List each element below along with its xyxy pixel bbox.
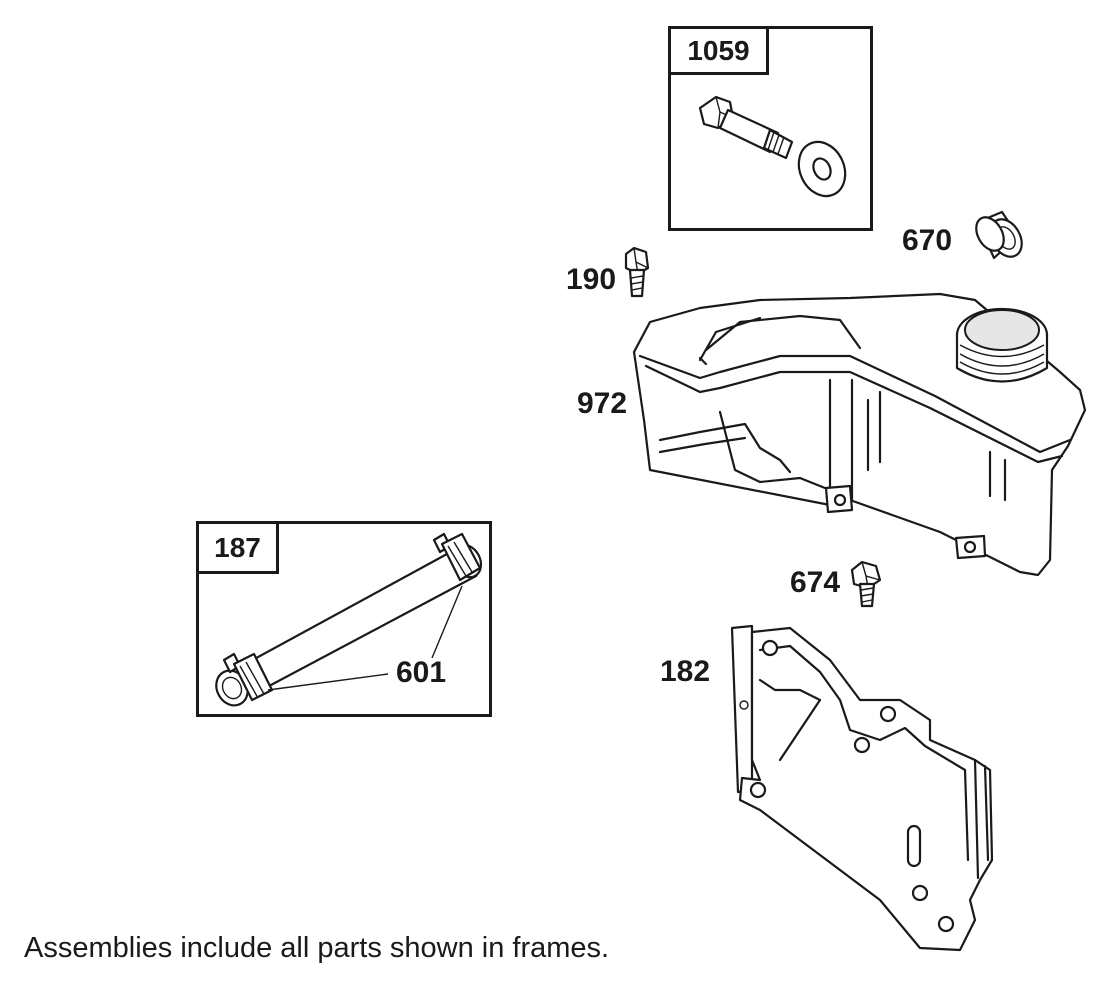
fuel-tank-972-drawing [632, 292, 1087, 577]
screw-190-drawing [624, 246, 650, 298]
label-182: 182 [660, 655, 711, 688]
label-190: 190 [566, 263, 617, 296]
clamp-601-bottom-drawing [222, 652, 274, 702]
bolt-1059-drawing [698, 95, 794, 160]
frame-1059: 1059 [668, 26, 873, 231]
label-674: 674 [790, 566, 841, 599]
bushing-670-drawing [975, 210, 1023, 260]
bracket-182-drawing [730, 624, 994, 952]
clamp-601-top-drawing [432, 532, 482, 582]
label-601: 601 [396, 656, 447, 689]
frame-1059-tag: 1059 [671, 29, 769, 75]
label-972: 972 [577, 387, 628, 420]
footnote: Assemblies include all parts shown in fr… [24, 932, 610, 964]
label-670: 670 [902, 224, 953, 257]
screw-674-drawing [850, 560, 882, 608]
frame-187-tag: 187 [199, 524, 279, 574]
washer-1059-drawing [797, 140, 847, 198]
leader-lines-601 [267, 585, 463, 691]
frame-187: 187 [196, 521, 492, 717]
